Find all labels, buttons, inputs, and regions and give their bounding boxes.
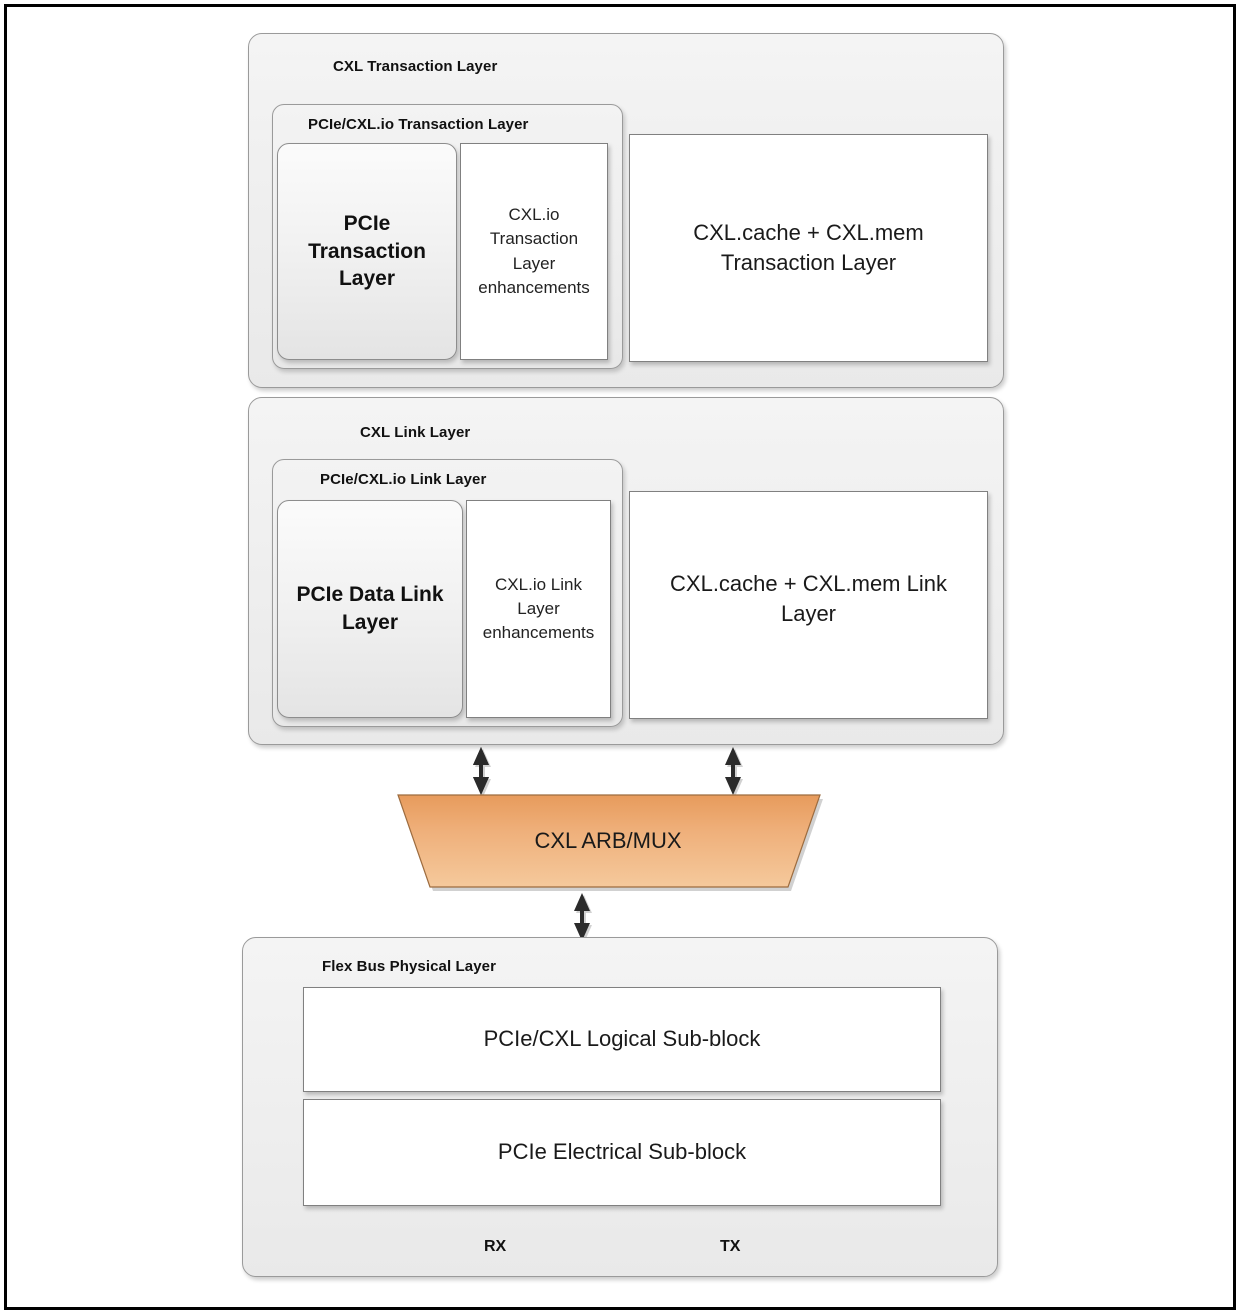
pcie-cxlio-transaction-layer-title: PCIe/CXL.io Transaction Layer (308, 116, 529, 133)
pcie-electrical-sub-block-box[interactable]: PCIe Electrical Sub-block (303, 1099, 941, 1206)
cxlio-transaction-enhancements-label: CXL.io Transaction Layer enhancements (478, 205, 590, 297)
pcie-data-link-layer-box[interactable]: PCIe Data Link Layer (277, 500, 463, 718)
cxl-link-layer-title: CXL Link Layer (360, 424, 471, 441)
cxlio-link-enhancements-box[interactable]: CXL.io Link Layer enhancements (466, 500, 611, 718)
tx-label: TX (720, 1238, 741, 1255)
cxl-cache-mem-link-layer-label: CXL.cache + CXL.mem Link Layer (670, 570, 947, 626)
pcie-data-link-layer-label: PCIe Data Link Layer (296, 583, 444, 634)
cxl-cache-mem-transaction-layer-label: CXL.cache + CXL.mem Transaction Layer (693, 219, 924, 275)
cxl-arb-mux-shape[interactable]: CXL ARB/MUX (396, 792, 823, 891)
cxl-cache-mem-transaction-layer-box[interactable]: CXL.cache + CXL.mem Transaction Layer (629, 134, 988, 362)
cxl-cache-mem-link-layer-box[interactable]: CXL.cache + CXL.mem Link Layer (629, 491, 988, 719)
pcie-cxlio-link-layer-title: PCIe/CXL.io Link Layer (320, 471, 487, 488)
pcie-cxl-logical-sub-block-label: PCIe/CXL Logical Sub-block (483, 1026, 761, 1052)
pcie-electrical-sub-block-label: PCIe Electrical Sub-block (497, 1139, 747, 1165)
rx-label: RX (484, 1238, 507, 1255)
cxl-transaction-layer-title: CXL Transaction Layer (333, 58, 498, 75)
cxlio-link-enhancements-label: CXL.io Link Layer enhancements (482, 574, 595, 643)
flex-bus-physical-layer-title: Flex Bus Physical Layer (322, 958, 497, 975)
arrow-link-to-arbmux-right (721, 747, 745, 795)
pcie-transaction-layer-box[interactable]: PCIe Transaction Layer (277, 143, 457, 360)
pcie-transaction-layer-label: PCIe Transaction Layer (308, 211, 426, 291)
pcie-cxl-logical-sub-block-box[interactable]: PCIe/CXL Logical Sub-block (303, 987, 941, 1092)
arrow-arbmux-to-physical (570, 893, 594, 941)
arrow-link-to-arbmux-left (469, 747, 493, 795)
cxlio-transaction-enhancements-box[interactable]: CXL.io Transaction Layer enhancements (460, 143, 608, 360)
